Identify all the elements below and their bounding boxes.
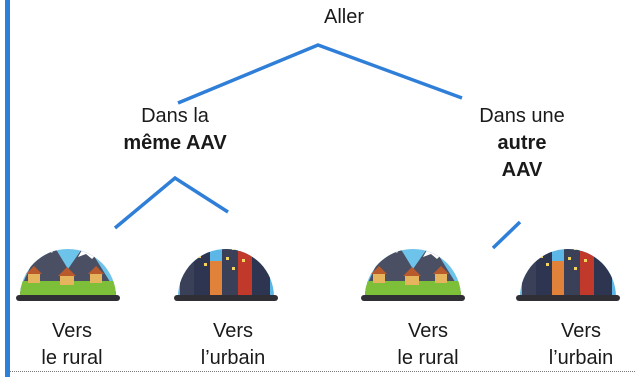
- mountain-village-icon: [16, 249, 120, 301]
- leaf-label-urban-2: Vers l’urbain: [548, 320, 614, 369]
- dotted-separator-line: [10, 371, 635, 372]
- branch-right-label: Dans une autre AAV: [479, 105, 565, 181]
- city-skyline-icon: [516, 249, 620, 301]
- left-border-rule: [5, 0, 10, 377]
- leaf-label-rural-2: Vers le rural: [397, 320, 459, 369]
- branch-left-label: Dans la même AAV: [123, 105, 227, 154]
- root-node-label: Aller: [323, 6, 364, 28]
- city-skyline-icon: [174, 249, 278, 301]
- leaf-label-urban-1: Vers l’urbain: [200, 320, 266, 369]
- mountain-village-icon: [361, 249, 465, 301]
- connector-left-branch-to-leaves: [113, 175, 229, 230]
- connector-right-branch-to-leaf: [491, 220, 522, 250]
- leaf-label-rural-1: Vers le rural: [41, 320, 103, 369]
- connector-root-to-branches: [177, 43, 463, 105]
